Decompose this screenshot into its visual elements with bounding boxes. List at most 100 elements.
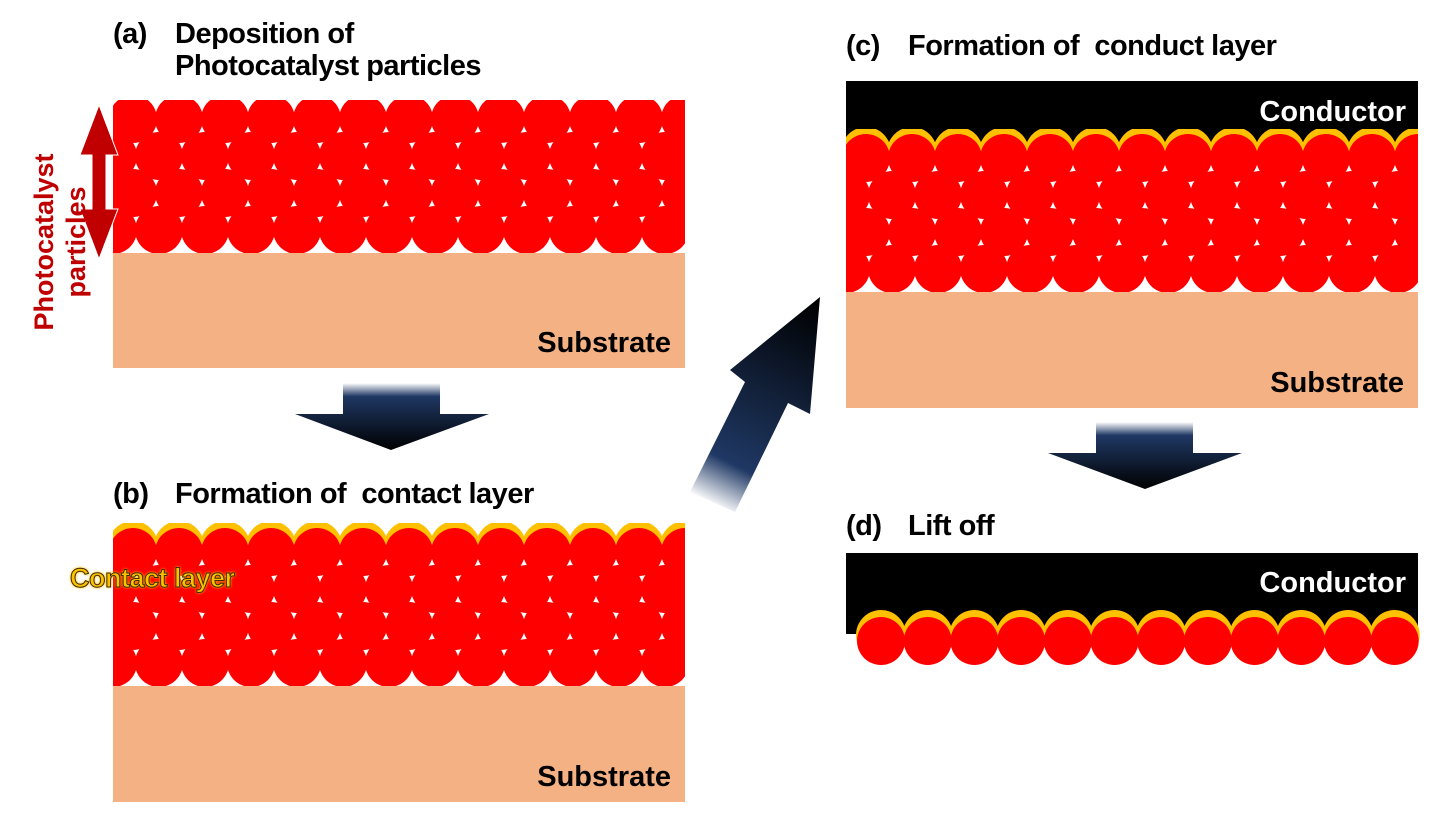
photocatalyst-particle bbox=[1052, 245, 1100, 292]
photocatalyst-particle bbox=[1394, 134, 1418, 182]
panel-d-particle-layer bbox=[856, 610, 1420, 665]
photocatalyst-particle bbox=[1256, 208, 1304, 256]
photocatalyst-particle bbox=[385, 169, 433, 217]
photocatalyst-particle bbox=[247, 602, 295, 650]
photocatalyst-particle bbox=[293, 169, 341, 217]
photocatalyst-particle bbox=[1144, 171, 1192, 219]
photocatalyst-particle bbox=[155, 602, 203, 650]
photocatalyst-particle bbox=[523, 602, 571, 650]
photocatalyst-particle bbox=[934, 134, 982, 182]
photocatalyst-particle bbox=[227, 639, 275, 686]
panel-c-substrate-label: Substrate bbox=[1270, 367, 1404, 399]
panel-b-label: (b) bbox=[113, 478, 149, 510]
photocatalyst-particle bbox=[1348, 208, 1396, 256]
photocatalyst-particle bbox=[1043, 617, 1092, 665]
photocatalyst-particle bbox=[457, 565, 505, 613]
photocatalyst-particle bbox=[503, 639, 551, 686]
photocatalyst-particle bbox=[227, 206, 275, 253]
photocatalyst-particle bbox=[411, 206, 459, 253]
photocatalyst-particle bbox=[1302, 134, 1350, 182]
photocatalyst-particle bbox=[155, 528, 203, 576]
photocatalyst-particle bbox=[113, 100, 157, 143]
panel-a-title: (a)Deposition of Photocatalyst particles bbox=[113, 18, 482, 82]
photocatalyst-particle bbox=[595, 132, 643, 180]
photocatalyst-particle bbox=[641, 639, 685, 686]
panel-c-conductor-label: Conductor bbox=[1259, 96, 1406, 128]
photocatalyst-particle bbox=[950, 617, 999, 665]
photocatalyst-particle bbox=[1328, 171, 1376, 219]
photocatalyst-particle bbox=[1164, 134, 1212, 182]
photocatalyst-particle bbox=[868, 171, 916, 219]
photocatalyst-particle bbox=[1236, 171, 1284, 219]
diagonal-arrow-b-to-c-icon bbox=[690, 297, 820, 512]
photocatalyst-particle bbox=[113, 132, 137, 180]
photocatalyst-particle bbox=[569, 602, 617, 650]
photocatalyst-particle bbox=[273, 206, 321, 253]
photocatalyst-particle bbox=[273, 565, 321, 613]
photocatalyst-particle bbox=[641, 565, 685, 613]
photocatalyst-particle bbox=[1006, 171, 1054, 219]
photocatalyst-particle bbox=[595, 565, 643, 613]
photocatalyst-particle bbox=[523, 100, 571, 143]
panel-d-conductor-label: Conductor bbox=[1259, 567, 1406, 599]
photocatalyst-particle bbox=[477, 528, 525, 576]
photocatalyst-particle bbox=[135, 206, 183, 253]
photocatalyst-particle bbox=[846, 171, 870, 219]
down-arrow-c-to-d-icon bbox=[1048, 422, 1242, 489]
photocatalyst-particle bbox=[339, 602, 387, 650]
panel-a-title-line2: Photocatalyst particles bbox=[175, 50, 482, 82]
photocatalyst-particle bbox=[846, 245, 870, 292]
photocatalyst-particle bbox=[135, 639, 183, 686]
photocatalyst-particle bbox=[1190, 171, 1238, 219]
photocatalyst-particle bbox=[1190, 245, 1238, 292]
photocatalyst-particle bbox=[1144, 245, 1192, 292]
down-arrow-a-to-b-icon bbox=[295, 383, 489, 450]
photocatalyst-particle bbox=[477, 602, 525, 650]
photocatalyst-particle bbox=[431, 100, 479, 143]
photocatalyst-particle bbox=[615, 100, 663, 143]
photocatalyst-particle bbox=[319, 565, 367, 613]
photocatalyst-particle bbox=[503, 206, 551, 253]
photocatalyst-particle bbox=[846, 134, 890, 182]
photocatalyst-particle bbox=[857, 617, 905, 665]
photocatalyst-particle bbox=[293, 100, 341, 143]
photocatalyst-particle bbox=[980, 134, 1028, 182]
photocatalyst-particle bbox=[113, 169, 157, 217]
photocatalyst-particle bbox=[1090, 617, 1139, 665]
photocatalyst-particle bbox=[365, 639, 413, 686]
photocatalyst-particle bbox=[549, 565, 597, 613]
photocatalyst-particle bbox=[339, 169, 387, 217]
photocatalyst-particle bbox=[641, 206, 685, 253]
photocatalyst-particle bbox=[1118, 134, 1166, 182]
photocatalyst-particle bbox=[1282, 245, 1330, 292]
photocatalyst-particle bbox=[549, 206, 597, 253]
photocatalyst-particle bbox=[903, 617, 952, 665]
photocatalyst-particle bbox=[155, 169, 203, 217]
photocatalyst-particle bbox=[960, 171, 1008, 219]
photocatalyst-particle bbox=[868, 245, 916, 292]
panel-c-particle-layer bbox=[846, 129, 1418, 292]
photocatalyst-particle bbox=[457, 132, 505, 180]
photocatalyst-particle bbox=[273, 132, 321, 180]
photocatalyst-particle bbox=[181, 132, 229, 180]
photocatalyst-particle bbox=[615, 528, 663, 576]
photocatalyst-particle bbox=[319, 132, 367, 180]
photocatalyst-particle bbox=[1394, 208, 1418, 256]
panel-b-substrate-label: Substrate bbox=[537, 761, 671, 793]
photocatalyst-particle bbox=[1230, 617, 1279, 665]
photocatalyst-particle bbox=[135, 132, 183, 180]
panel-c-title: (c)Formation of conduct layer bbox=[846, 30, 1277, 62]
photocatalyst-particle bbox=[661, 602, 685, 650]
photocatalyst-particle bbox=[1302, 208, 1350, 256]
photocatalyst-particle bbox=[181, 206, 229, 253]
photocatalyst-particle bbox=[247, 100, 295, 143]
photocatalyst-particle bbox=[1098, 245, 1146, 292]
photocatalyst-particle bbox=[888, 134, 936, 182]
photocatalyst-particle bbox=[181, 639, 229, 686]
photocatalyst-particle bbox=[201, 528, 249, 576]
photocatalyst-particle bbox=[457, 206, 505, 253]
photocatalyst-particle bbox=[385, 100, 433, 143]
photocatalyst-particle bbox=[385, 602, 433, 650]
photocatalyst-particle bbox=[457, 639, 505, 686]
photocatalyst-particle bbox=[1374, 171, 1418, 219]
